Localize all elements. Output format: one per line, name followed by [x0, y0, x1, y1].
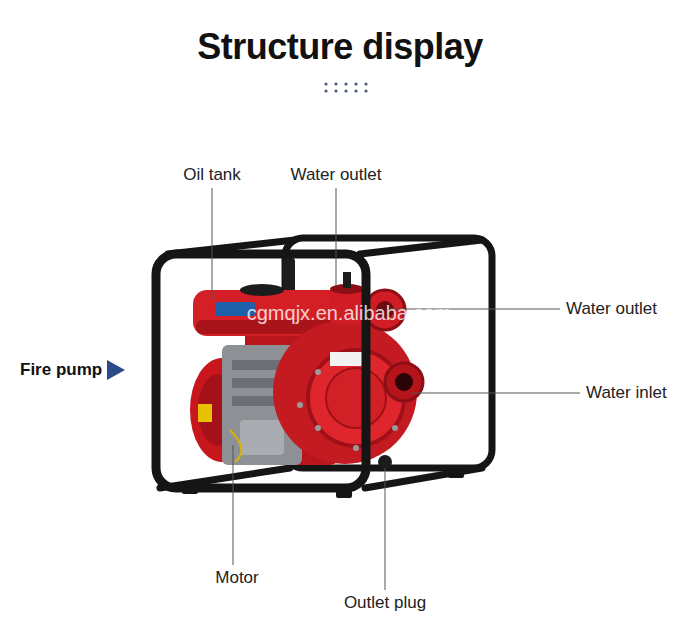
back-frame [160, 238, 492, 488]
watermark: cgmqjx.en.alibaba.com [247, 301, 452, 325]
part-label: Water outlet [290, 165, 381, 185]
pump-body [190, 258, 423, 469]
pointer-triangle [107, 360, 125, 380]
part-label: Motor [215, 568, 258, 588]
part-label: Water inlet [586, 383, 667, 403]
front-frame [156, 254, 366, 488]
part-label: Oil tank [183, 165, 241, 185]
part-label: Outlet plug [344, 593, 426, 613]
part-label: Water outlet [566, 299, 657, 319]
leader-lines [212, 188, 580, 590]
title: Structure display [0, 26, 680, 68]
title-dots [324, 82, 367, 92]
frame-feet [182, 470, 464, 498]
product-label: Fire pump [20, 360, 102, 380]
